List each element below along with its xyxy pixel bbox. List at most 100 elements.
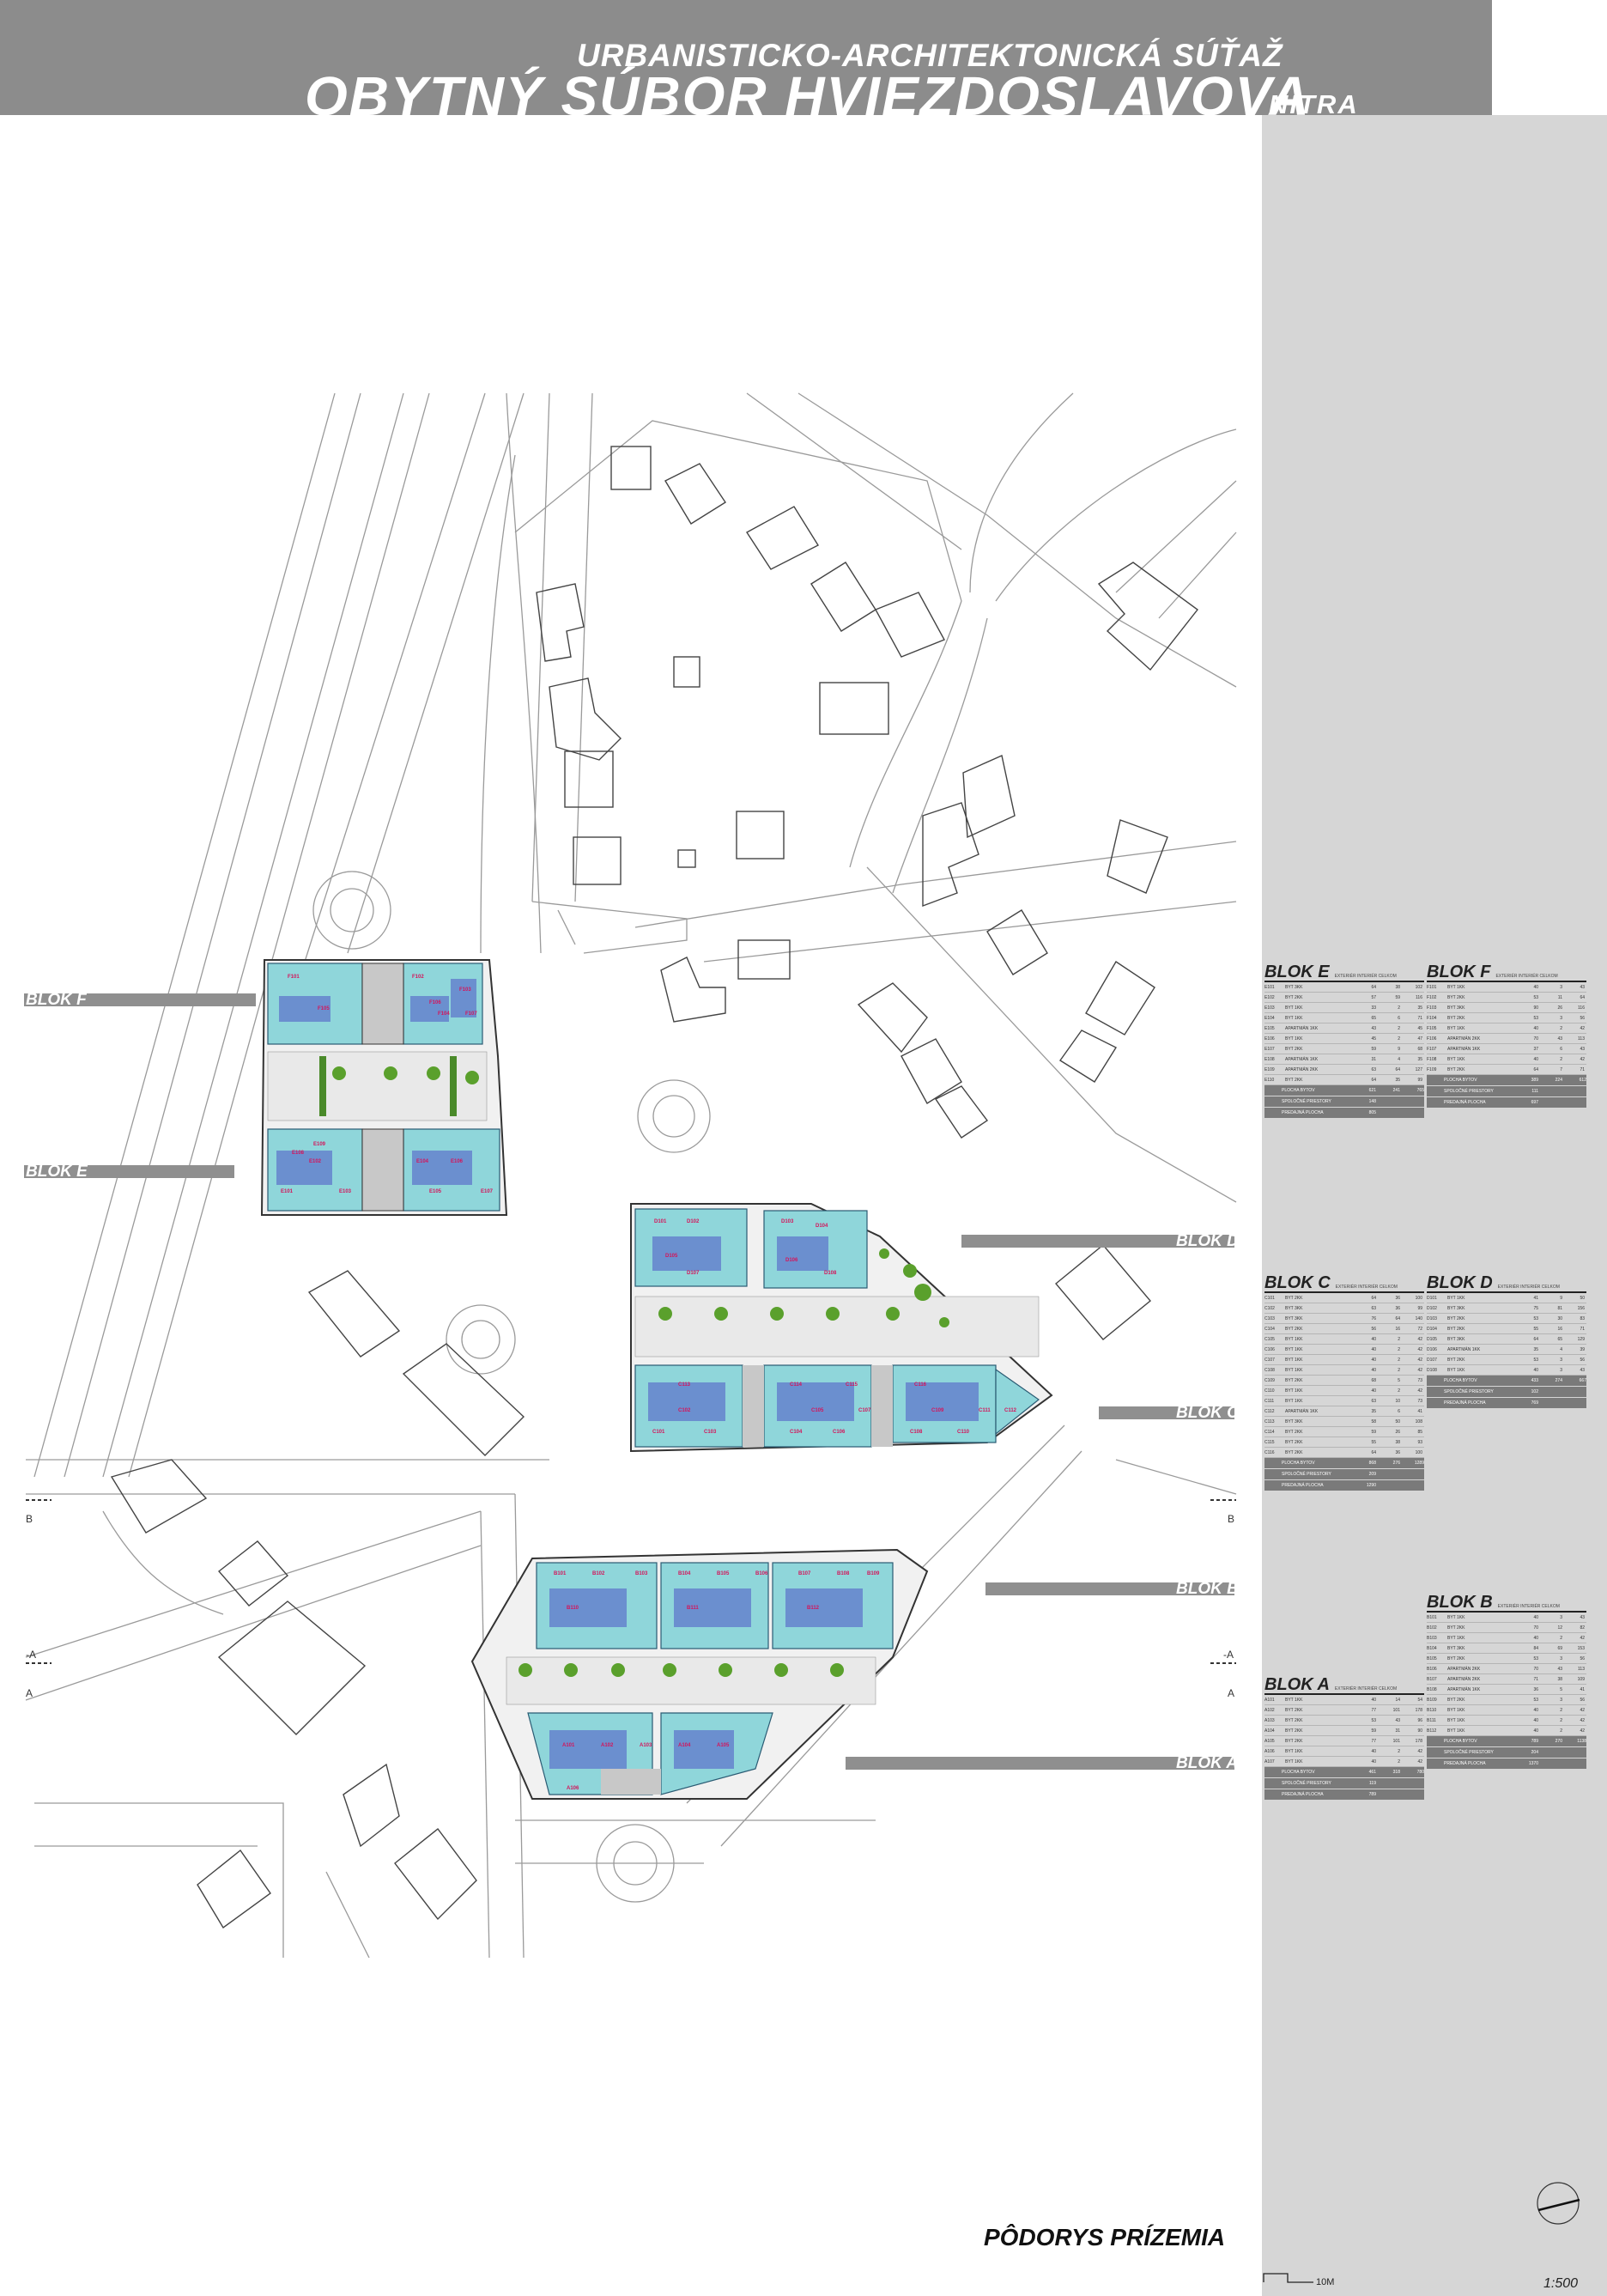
table-cell: 99 bbox=[1417, 1077, 1422, 1083]
unit-number-label: C116 bbox=[914, 1382, 927, 1388]
table-cell: 35 bbox=[1533, 1346, 1538, 1352]
table-cell: 318 bbox=[1392, 1770, 1400, 1775]
table-cell: 71 bbox=[1580, 1066, 1585, 1072]
table-cell: A102 bbox=[1264, 1707, 1275, 1713]
table-cell: BYT 1KK bbox=[1285, 1367, 1303, 1373]
table-cell: PLOCHA BYTOV bbox=[1444, 1739, 1477, 1744]
table-cell: F105 bbox=[1427, 1025, 1437, 1031]
table-cell: BYT 2KK bbox=[1447, 1315, 1465, 1321]
table-cell: 55 bbox=[1533, 1326, 1538, 1332]
table-cell: 209 bbox=[1368, 1472, 1376, 1477]
table-cell: BYT 1KK bbox=[1447, 1614, 1465, 1620]
unit-number-label: F103 bbox=[459, 987, 471, 993]
unit-number-label: E107 bbox=[481, 1189, 494, 1194]
table-cell: 119 bbox=[1369, 1781, 1376, 1786]
table-cell: APARTMÁN 2KK bbox=[1447, 1676, 1481, 1682]
table-cell: BYT 1KK bbox=[1285, 1388, 1303, 1394]
table-cell: BYT 3KK bbox=[1447, 1336, 1465, 1342]
table-cell: 40 bbox=[1371, 1346, 1376, 1352]
table-cell: 178 bbox=[1415, 1707, 1422, 1713]
table-cell: 2 bbox=[1398, 1357, 1400, 1363]
table-cell: 43 bbox=[1580, 1367, 1585, 1373]
table-cell: 40 bbox=[1533, 1025, 1538, 1031]
table-cell: 2 bbox=[1560, 1056, 1562, 1062]
section-b-right: B bbox=[1228, 1513, 1235, 1525]
unit-number-label: A103 bbox=[640, 1743, 652, 1748]
table-cell: E106 bbox=[1264, 1036, 1275, 1042]
table-cell: F103 bbox=[1427, 1005, 1437, 1011]
unit-number-label: C115 bbox=[846, 1382, 858, 1388]
table-cell: C104 bbox=[1264, 1326, 1275, 1332]
unit-number-label: F107 bbox=[465, 1011, 477, 1017]
table-column-headers: EXTERIÉR INTERIÉR CELKOM bbox=[1497, 1285, 1560, 1290]
table-cell: 6 bbox=[1560, 1046, 1562, 1052]
table-title: BLOK A bbox=[1264, 1675, 1330, 1694]
label-blok-b: BLOK B bbox=[1176, 1580, 1239, 1598]
table-cell: 6 bbox=[1398, 1408, 1400, 1414]
label-blok-f: BLOK F bbox=[26, 991, 87, 1009]
unit-number-label: C106 bbox=[833, 1430, 846, 1435]
table-cell: 153 bbox=[1577, 1645, 1585, 1651]
table-cell: D108 bbox=[1427, 1367, 1437, 1373]
table-cell: 53 bbox=[1533, 1315, 1538, 1321]
table-cell: BYT 2KK bbox=[1447, 1655, 1465, 1661]
table-cell: 64 bbox=[1371, 1449, 1376, 1455]
table-cell: 71 bbox=[1580, 1326, 1585, 1332]
table-cell: 71 bbox=[1417, 1015, 1422, 1021]
table-cell: A106 bbox=[1264, 1748, 1275, 1754]
table-cell: 53 bbox=[1533, 1655, 1538, 1661]
table-cell: E105 bbox=[1264, 1025, 1275, 1031]
table-cell: BYT 1KK bbox=[1447, 1295, 1465, 1301]
table-cell: D103 bbox=[1427, 1315, 1437, 1321]
competition-subtitle: URBANISTICKO-ARCHITEKTONICKÁ SÚŤAŽ bbox=[577, 38, 1283, 73]
table-column-headers: EXTERIÉR INTERIÉR CELKOM bbox=[1495, 974, 1558, 979]
table-cell: 77 bbox=[1371, 1707, 1376, 1713]
table-cell: 53 bbox=[1371, 1717, 1376, 1723]
unit-number-label: A101 bbox=[562, 1743, 575, 1748]
table-cell: 113 bbox=[1578, 1666, 1585, 1672]
table-cell: 56 bbox=[1580, 1357, 1585, 1363]
table-cell: BYT 2KK bbox=[1285, 1326, 1303, 1332]
table-column-headers: EXTERIÉR INTERIÉR CELKOM bbox=[1334, 1686, 1398, 1692]
table-cell: 40 bbox=[1533, 1707, 1538, 1713]
table-cell: 56 bbox=[1580, 1015, 1585, 1021]
table-cell: 90 bbox=[1417, 1728, 1422, 1734]
table-cell: 6 bbox=[1398, 1015, 1400, 1021]
unit-number-label: C110 bbox=[957, 1430, 970, 1435]
table-cell: 1289 bbox=[1414, 1461, 1424, 1466]
section-a-right: A bbox=[1228, 1687, 1235, 1699]
table-cell: 42 bbox=[1580, 1717, 1585, 1723]
table-cell: APARTMÁN 1KK bbox=[1285, 1025, 1319, 1031]
table-cell: BYT 3KK bbox=[1285, 1315, 1303, 1321]
table-cell: 3 bbox=[1560, 1367, 1562, 1373]
table-cell: BYT 1KK bbox=[1447, 984, 1465, 990]
table-cell: A105 bbox=[1264, 1738, 1275, 1744]
drawing-scale: 1:500 bbox=[1543, 2276, 1579, 2291]
table-cell: 71 bbox=[1533, 1676, 1538, 1682]
table-cell: D102 bbox=[1427, 1305, 1437, 1311]
table-cell: 276 bbox=[1392, 1461, 1400, 1466]
table-cell: 82 bbox=[1580, 1625, 1585, 1631]
table-cell: 667 bbox=[1579, 1378, 1586, 1383]
section-a-dash-left: -A bbox=[26, 1649, 36, 1661]
table-cell: PREDAJNÁ PLOCHA bbox=[1282, 1110, 1324, 1115]
table-cell: 42 bbox=[1417, 1748, 1422, 1754]
table-cell: 64 bbox=[1580, 994, 1585, 1000]
